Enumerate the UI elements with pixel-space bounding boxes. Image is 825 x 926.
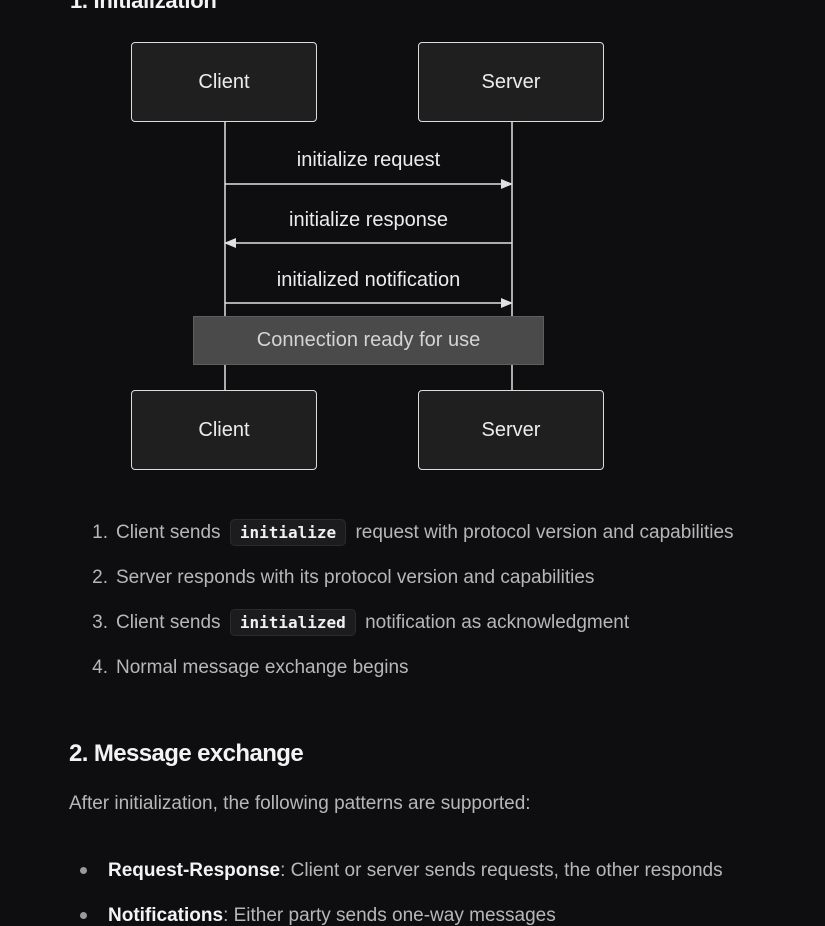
list-item-number: 2. bbox=[92, 566, 108, 588]
initialization-steps-list: 1. Client sends initialize request with … bbox=[70, 510, 734, 690]
participant-server-bottom: Server bbox=[418, 390, 604, 470]
participant-client-bottom: Client bbox=[131, 390, 317, 470]
list-item-text-after: notification as acknowledgment bbox=[365, 611, 630, 633]
pattern-description: : Either party sends one-way messages bbox=[223, 904, 556, 926]
section-intro-text: After initialization, the following patt… bbox=[69, 793, 531, 814]
inline-code-initialize: initialize bbox=[229, 518, 347, 546]
list-item: 3. Client sends initialized notification… bbox=[70, 600, 734, 645]
list-item-number: 3. bbox=[92, 611, 108, 633]
list-item-text-before: Client sends bbox=[116, 611, 221, 633]
list-item-text: Client sends initialize request with pro… bbox=[108, 516, 734, 550]
section-heading-initialization: 1. Initialization bbox=[70, 0, 217, 13]
bullet-icon bbox=[80, 867, 87, 874]
list-item-text: Client sends initialized notification as… bbox=[108, 606, 629, 640]
message-label-initialize-request: initialize request bbox=[296, 149, 441, 171]
list-item-text-after: request with protocol version and capabi… bbox=[355, 521, 734, 543]
pattern-term: Request-Response bbox=[108, 859, 281, 881]
list-item-number: 1. bbox=[92, 521, 108, 543]
section-heading-message-exchange: 2. Message exchange bbox=[69, 740, 304, 767]
list-item-text: Server responds with its protocol versio… bbox=[116, 566, 595, 588]
participant-client-top: Client bbox=[131, 42, 317, 122]
list-item: 2. Server responds with its protocol ver… bbox=[70, 555, 734, 600]
list-item: Request-Response: Client or server sends… bbox=[70, 848, 723, 893]
patterns-list: Request-Response: Client or server sends… bbox=[70, 848, 723, 926]
inline-code-initialized: initialized bbox=[229, 608, 356, 636]
bullet-icon bbox=[80, 912, 87, 919]
list-item-text-before: Client sends bbox=[116, 521, 221, 543]
participant-server-top: Server bbox=[418, 42, 604, 122]
diagram-lines bbox=[224, 122, 513, 390]
list-item: 1. Client sends initialize request with … bbox=[70, 510, 734, 555]
message-label-initialize-response: initialize response bbox=[289, 209, 448, 231]
list-item: Notifications: Either party sends one-wa… bbox=[70, 893, 723, 926]
pattern-description: : Client or server sends requests, the o… bbox=[280, 859, 723, 881]
sequence-diagram: Client Server initialize request initial… bbox=[131, 42, 604, 470]
note-connection-ready: Connection ready for use bbox=[193, 316, 544, 365]
list-item-text: Normal message exchange begins bbox=[116, 656, 409, 678]
list-item-number: 4. bbox=[92, 656, 108, 678]
list-item: 4. Normal message exchange begins bbox=[70, 645, 734, 690]
message-label-initialized-notification: initialized notification bbox=[276, 269, 461, 291]
pattern-term: Notifications bbox=[108, 904, 224, 926]
